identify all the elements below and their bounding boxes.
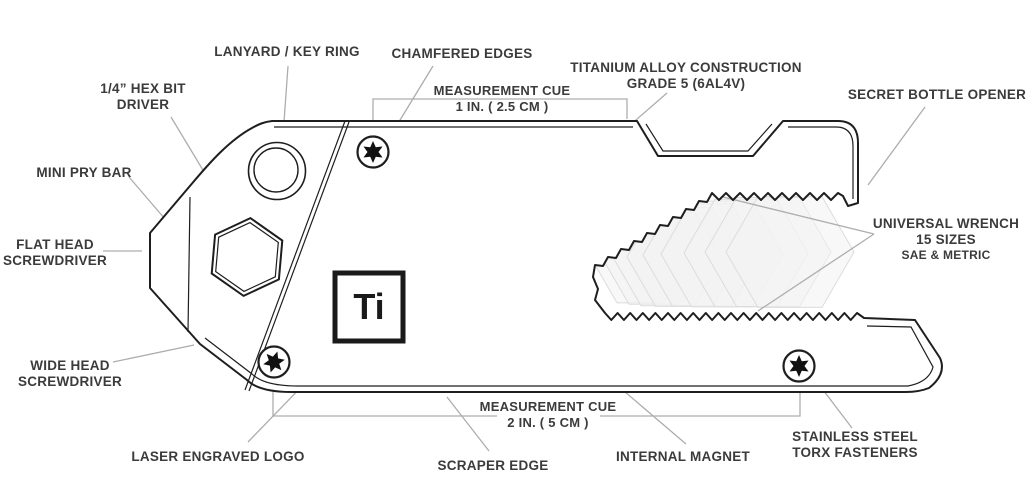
label-hex-bit-driver: 1/4” HEX BIT DRIVER (100, 81, 186, 113)
label-measurement-cue-1in: MEASUREMENT CUE 1 IN. ( 2.5 CM ) (434, 83, 571, 115)
label-internal-magnet: INTERNAL MAGNET (616, 449, 750, 465)
ti-logo-text: Ti (353, 286, 385, 327)
label-flat-head-screwdriver: FLAT HEAD SCREWDRIVER (3, 237, 107, 269)
label-text: MEASUREMENT CUE (433, 83, 571, 98)
label-text: MINI PRY BAR (36, 165, 132, 180)
label-text: 2 IN. ( 5 CM ) (507, 415, 589, 430)
label-wide-head-screwdriver: WIDE HEAD SCREWDRIVER (18, 358, 122, 390)
label-text: SCREWDRIVER (2, 253, 108, 268)
label-text: 15 SIZES (916, 232, 976, 247)
label-text: LASER ENGRAVED LOGO (131, 449, 305, 464)
bottle-opener-notch-inner (645, 123, 773, 152)
chamfer-inner-edge-lines (187, 120, 934, 392)
label-text: CHAMFERED EDGES (391, 46, 533, 61)
label-text: SECRET BOTTLE OPENER (847, 87, 1027, 102)
leader-universal-wrench (722, 196, 875, 312)
torx-fastener-bottom-right-icon (782, 349, 816, 383)
label-text: WIDE HEAD (30, 358, 110, 373)
hex-hole-outer (210, 216, 284, 298)
inner-bottom-left-edge (204, 337, 299, 387)
leader-lines (103, 65, 926, 452)
label-text: FLAT HEAD (16, 237, 94, 252)
label-secret-bottle-opener: SECRET BOTTLE OPENER (848, 87, 1026, 103)
hex-bit-hole (210, 216, 284, 298)
label-mini-pry-bar: MINI PRY BAR (36, 165, 131, 181)
label-text: SCRAPER EDGE (437, 458, 549, 473)
lanyard-hole (247, 141, 307, 201)
label-text: 1 IN. ( 2.5 CM ) (455, 99, 549, 114)
fold-line (244, 120, 350, 392)
label-text: GRADE 5 (6AL4V) (626, 76, 746, 91)
hex-hole-inner (215, 221, 279, 293)
label-text: STAINLESS STEEL (792, 429, 918, 444)
leader-wide-head (112, 344, 195, 363)
label-text: 1/4” HEX BIT (100, 81, 186, 96)
label-text: SCREWDRIVER (17, 374, 123, 389)
label-scraper-edge: SCRAPER EDGE (437, 458, 548, 474)
lanyard-hole-outer-ring (247, 141, 307, 201)
leader-bottle-opener (867, 106, 926, 186)
inner-right-edge (788, 126, 854, 199)
label-text: TORX FASTENERS (792, 445, 918, 460)
label-measurement-cue-2in: MEASUREMENT CUE 2 IN. ( 5 CM ) (480, 399, 617, 431)
label-text: INTERNAL MAGNET (616, 449, 750, 464)
measurement-bracket-1in (372, 98, 628, 121)
label-text: UNIVERSAL WRENCH (872, 216, 1020, 231)
label-chamfered-edges: CHAMFERED EDGES (391, 46, 532, 62)
label-universal-wrench: UNIVERSAL WRENCH 15 SIZES SAE & METRIC (873, 216, 1019, 263)
label-text: MEASUREMENT CUE (479, 399, 617, 414)
lanyard-hole-inner-ring (253, 147, 299, 193)
leader-chamfered-edges (396, 65, 434, 126)
label-lanyard-key-ring: LANYARD / KEY RING (214, 44, 360, 60)
label-text: TITANIUM ALLOY CONSTRUCTION (570, 60, 802, 75)
leader-scraper-edge (446, 396, 490, 452)
label-text: LANYARD / KEY RING (214, 44, 360, 59)
ti-logo-box (332, 270, 406, 344)
pry-bar-bevel-line (187, 196, 191, 333)
label-torx-fasteners: STAINLESS STEEL TORX FASTENERS (792, 429, 918, 461)
torx-fastener-bottom-left-icon (257, 345, 291, 379)
label-text: SAE & METRIC (901, 248, 991, 262)
label-text: DRIVER (116, 97, 170, 112)
label-laser-engraved-logo: LASER ENGRAVED LOGO (131, 449, 304, 465)
torx-fastener-top-icon (356, 135, 390, 169)
inner-bottom-edge (298, 325, 934, 387)
label-titanium-alloy: TITANIUM ALLOY CONSTRUCTION GRADE 5 (6AL… (570, 60, 801, 92)
